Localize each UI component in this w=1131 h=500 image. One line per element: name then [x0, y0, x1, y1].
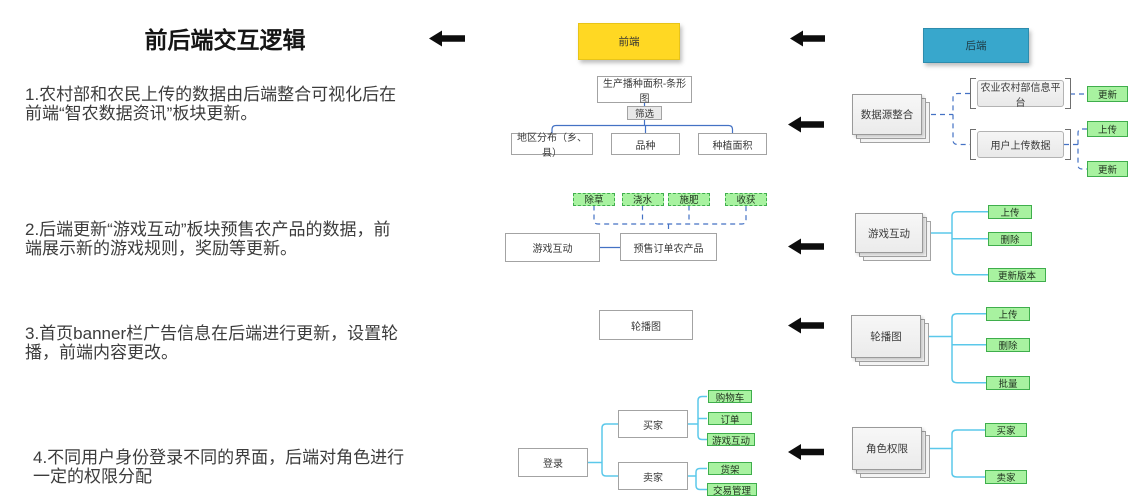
stack-label: 角色权限 — [852, 427, 922, 470]
action-batch: 批量 — [986, 376, 1030, 390]
arrow-left-icon — [788, 444, 824, 460]
note-3: 3.首页banner栏广告信息在后端进行更新，设置轮播，前端内容更改。 — [25, 324, 399, 362]
connector-role-permissions — [930, 429, 985, 478]
note-4: 4.不同用户身份登录不同的界面，后端对角色进行一定的权限分配 — [33, 448, 405, 486]
arrow-left-icon — [788, 116, 824, 133]
connector-data-source — [931, 92, 1087, 170]
connector-tasks-bracket — [593, 205, 747, 249]
connector-filter-tree — [551, 103, 734, 133]
node-region-distribution: 地区分布（乡、县） — [511, 133, 593, 159]
task-watering: 浇水 — [621, 193, 664, 206]
node-user-uploaded-data: 用户上传数据 — [970, 129, 1071, 160]
stack-label: 轮播图 — [851, 315, 921, 358]
frontend-header: 前端 — [578, 23, 680, 60]
node-ministry-platform: 农业农村部信息平台 — [970, 78, 1071, 109]
node-presale-orders: 预售订单农产品 — [620, 233, 717, 261]
stack-game-interaction: 游戏互动 — [855, 213, 931, 261]
arrow-left-icon — [788, 238, 824, 255]
page-title: 前后端交互逻辑 — [144, 27, 306, 53]
task-weeding: 除草 — [573, 193, 615, 206]
task-harvest: 收获 — [725, 193, 767, 206]
arrow-left-icon — [790, 30, 825, 47]
action-update: 更新 — [1087, 161, 1128, 177]
action-upload: 上传 — [988, 205, 1032, 219]
action-shelf: 货架 — [708, 462, 752, 476]
action-shopping-cart: 购物车 — [708, 390, 752, 404]
role-seller: 卖家 — [985, 470, 1027, 484]
node-filter: 筛选 — [627, 106, 662, 120]
action-delete: 删除 — [988, 232, 1032, 246]
stack-role-permissions: 角色权限 — [852, 427, 930, 478]
role-buyer: 买家 — [985, 423, 1027, 437]
action-orders: 订单 — [708, 412, 752, 426]
connector-login-tree — [588, 395, 707, 491]
node-game-interaction: 游戏互动 — [505, 233, 600, 262]
backend-header: 后端 — [923, 28, 1029, 63]
task-fertilizing: 施肥 — [668, 193, 710, 206]
node-login: 登录 — [518, 448, 588, 477]
arrow-left-icon — [788, 317, 824, 334]
note-1: 1.农村部和农民上传的数据由后端整合可视化后在前端“智农数据资讯”板块更新。 — [25, 85, 397, 123]
node-seller: 卖家 — [618, 462, 688, 490]
action-update-version: 更新版本 — [988, 268, 1046, 282]
node-variety: 品种 — [611, 133, 680, 155]
stack-label: 游戏互动 — [855, 213, 923, 253]
node-planting-area: 种植面积 — [698, 133, 767, 155]
node-buyer: 买家 — [618, 410, 688, 438]
action-delete: 删除 — [986, 338, 1030, 352]
stack-carousel: 轮播图 — [851, 315, 929, 366]
action-upload: 上传 — [1087, 121, 1128, 137]
arrow-left-icon — [429, 30, 465, 47]
node-carousel: 轮播图 — [599, 310, 693, 340]
action-game-interaction: 游戏互动 — [707, 433, 755, 447]
connector-carousel-actions — [929, 312, 986, 384]
action-upload: 上传 — [986, 307, 1030, 321]
stack-data-source-integration: 数据源整合 — [852, 94, 930, 143]
action-trade-management: 交易管理 — [707, 483, 757, 497]
node-sowing-area-chart: 生产播种面积-条形图 — [597, 76, 692, 105]
note-2: 2.后端更新“游戏互动”板块预售农产品的数据，前端展示新的游戏规则，奖励等更新。 — [25, 220, 391, 258]
action-update: 更新 — [1087, 86, 1128, 102]
stack-label: 数据源整合 — [852, 94, 922, 135]
connector-game-actions — [931, 210, 988, 276]
